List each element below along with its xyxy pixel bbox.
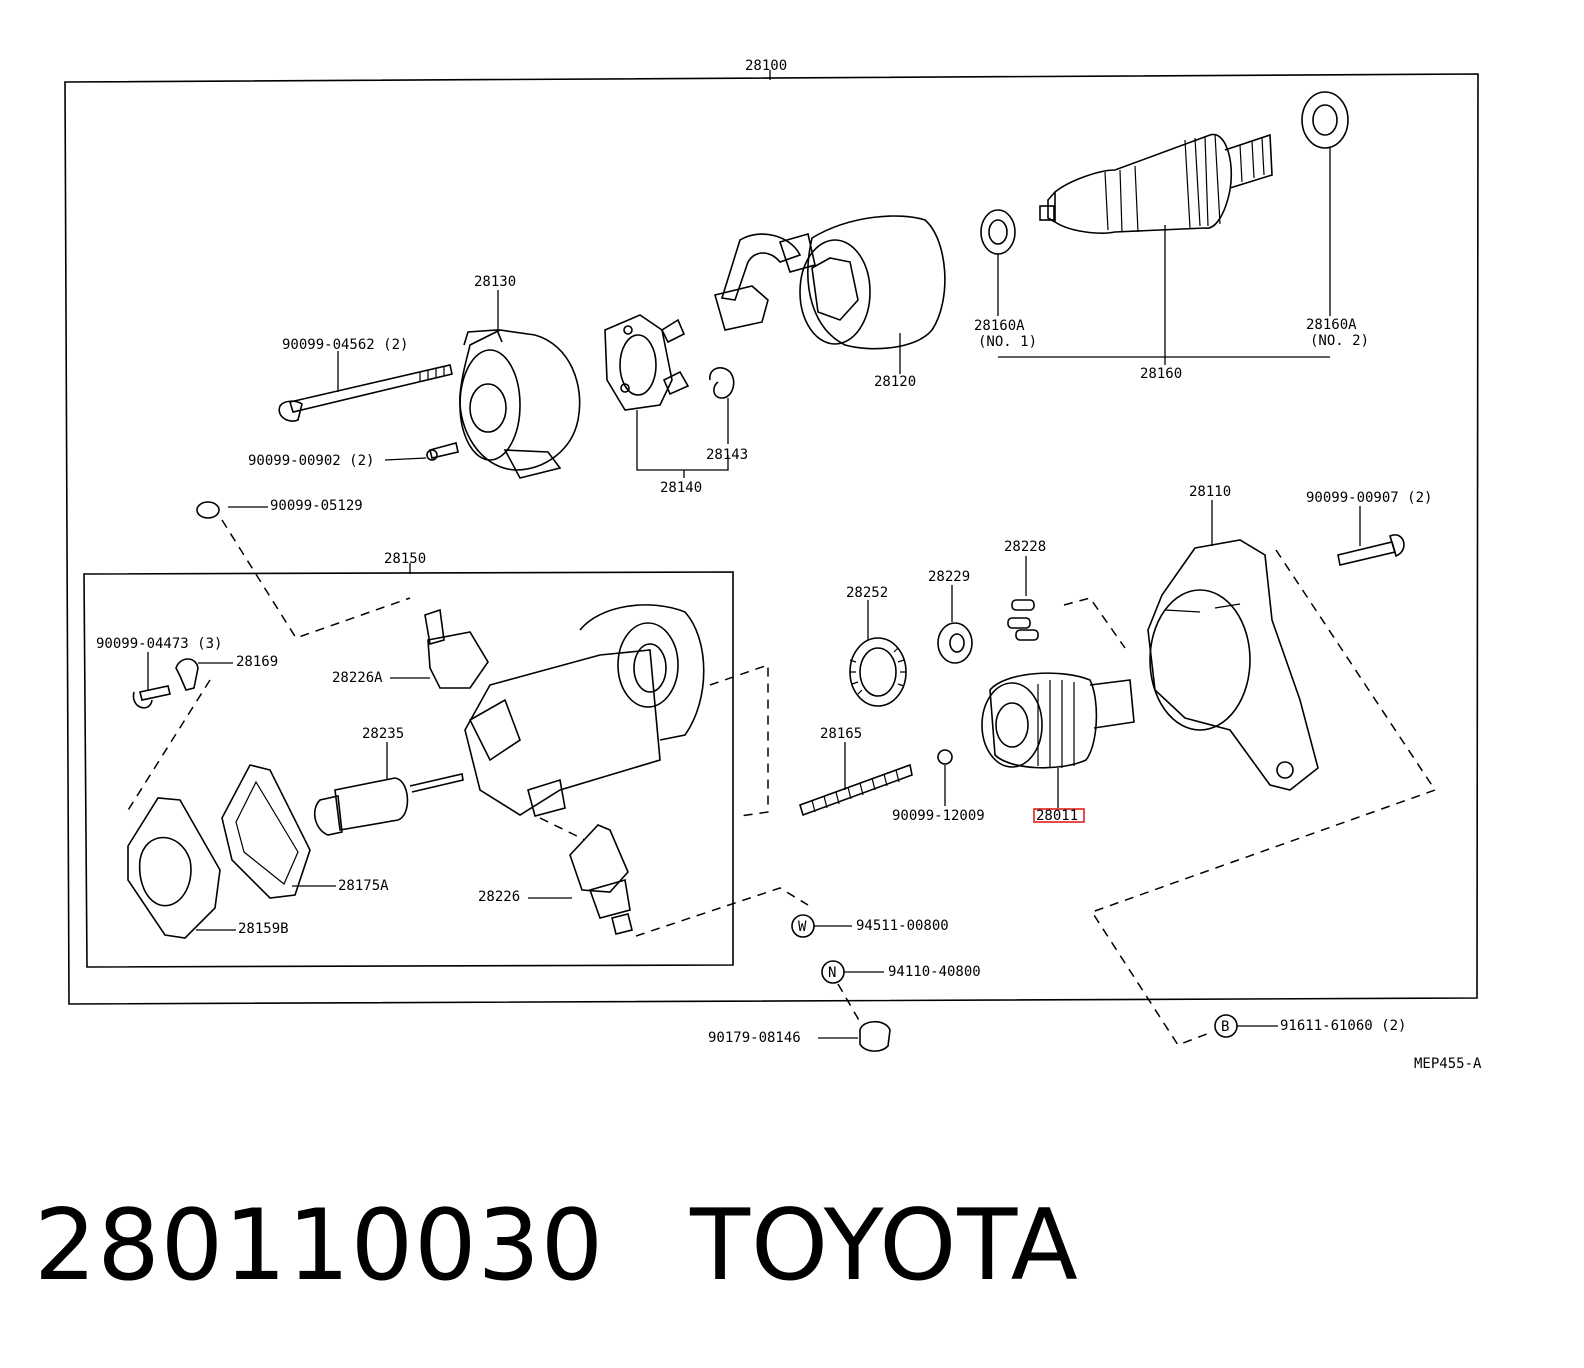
nut-94110: N 94110-40800	[821, 960, 981, 1023]
drive-housing: 28110	[1090, 484, 1437, 1046]
idler-gear: 28252	[846, 585, 907, 707]
bolt-code-badge: B	[1221, 1019, 1229, 1035]
label-assembly-28100: 28100	[745, 58, 787, 74]
housing-set-frame: 28150	[83, 551, 734, 968]
product-caption: 280110030 TOYOTA	[34, 1186, 1079, 1306]
clip-28169: 28169	[124, 654, 278, 816]
label-spring-28165: 28165	[820, 726, 862, 742]
label-bolt-04473: 90099-04473 (3)	[96, 636, 222, 652]
washer-94511: W 94511-00800	[791, 914, 949, 938]
label-retainer-28229: 28229	[928, 569, 970, 585]
label-terminal-28226: 28226	[478, 889, 520, 905]
label-brush-holder-28140: 28140	[660, 480, 702, 496]
bearing-no1: 28160A (NO. 1)	[974, 209, 1037, 350]
label-clutch-28011: 28011	[1036, 808, 1078, 824]
label-nut-05129: 90099-05129	[270, 498, 363, 514]
label-bolt-61060: 91611-61060 (2)	[1280, 1018, 1406, 1034]
label-bolt-04562: 90099-04562 (2)	[282, 337, 408, 353]
label-gasket-28175A: 28175A	[338, 878, 389, 894]
label-housing-set-28150: 28150	[384, 551, 426, 567]
terminal-28226: 28226	[478, 817, 809, 937]
brush-spring: 28143	[706, 367, 748, 463]
label-clip-28169: 28169	[236, 654, 278, 670]
label-end-frame-28130: 28130	[474, 274, 516, 290]
label-drive-housing-28110: 28110	[1189, 484, 1231, 500]
field-yoke: 28120	[714, 215, 946, 390]
label-terminal-28226A: 28226A	[332, 670, 383, 686]
label-plunger-28235: 28235	[362, 726, 404, 742]
plunger: 28235	[313, 726, 464, 836]
label-washer-94511: 94511-00800	[856, 918, 949, 934]
through-bolt: 90099-04562 (2)	[278, 337, 453, 422]
armature: 28160	[998, 133, 1330, 382]
brand-name: TOYOTA	[690, 1189, 1079, 1303]
screw: 90099-00902 (2)	[248, 442, 459, 469]
part-number: 280110030	[34, 1189, 605, 1303]
steel-ball: 90099-12009	[892, 749, 985, 824]
rollers: 28228	[1004, 539, 1126, 649]
starter-clutch: 28011	[981, 672, 1135, 824]
label-rollers-28228: 28228	[1004, 539, 1046, 555]
brush-holder: 28140	[604, 314, 729, 496]
gasket: 28175A	[221, 764, 389, 899]
washer-code-badge: W	[798, 919, 807, 935]
label-bearing-no1: (NO. 1)	[978, 334, 1037, 350]
label-gear-28252: 28252	[846, 585, 888, 601]
commutator-end-frame: 28130	[459, 274, 581, 479]
end-cover: 28159B	[127, 797, 289, 939]
label-nut-94110: 94110-40800	[888, 964, 981, 980]
label-bearing-28160A-no2: 28160A	[1306, 317, 1357, 333]
label-bearing-no2: (NO. 2)	[1310, 333, 1369, 349]
label-bolt-00907: 90099-00907 (2)	[1306, 490, 1432, 506]
magnetic-switch-housing	[464, 604, 769, 817]
diagram-reference-code: MEP455-A	[1414, 1056, 1482, 1072]
label-spring-28143: 28143	[706, 447, 748, 463]
bolt-61060: B 91611-61060 (2)	[1214, 1014, 1406, 1038]
nut-05129: 90099-05129	[196, 498, 411, 639]
bolt-04473: 90099-04473 (3)	[96, 636, 222, 709]
label-armature-28160: 28160	[1140, 366, 1182, 382]
label-ball-12009: 90099-12009	[892, 808, 985, 824]
label-screw-00902: 90099-00902 (2)	[248, 453, 374, 469]
exploded-parts-diagram: 28100 28150 90099-04562 (2) 28130 90099-…	[64, 58, 1482, 1072]
retainer: 28229	[928, 569, 973, 664]
compression-spring: 28165	[799, 726, 913, 817]
label-bearing-28160A-no1: 28160A	[974, 318, 1025, 334]
boot-08146: 90179-08146	[708, 1020, 891, 1052]
label-yoke-28120: 28120	[874, 374, 916, 390]
bolt-00907: 90099-00907 (2)	[1306, 490, 1432, 566]
clutch-highlight-box	[1033, 808, 1085, 823]
label-boot-08146: 90179-08146	[708, 1030, 801, 1046]
bearing-no2: 28160A (NO. 2)	[1301, 91, 1369, 349]
terminal-28226A: 28226A	[332, 608, 489, 689]
assembly-frame: 28100	[64, 58, 1479, 1005]
nut-code-badge: N	[828, 965, 836, 981]
label-cover-28159B: 28159B	[238, 921, 289, 937]
